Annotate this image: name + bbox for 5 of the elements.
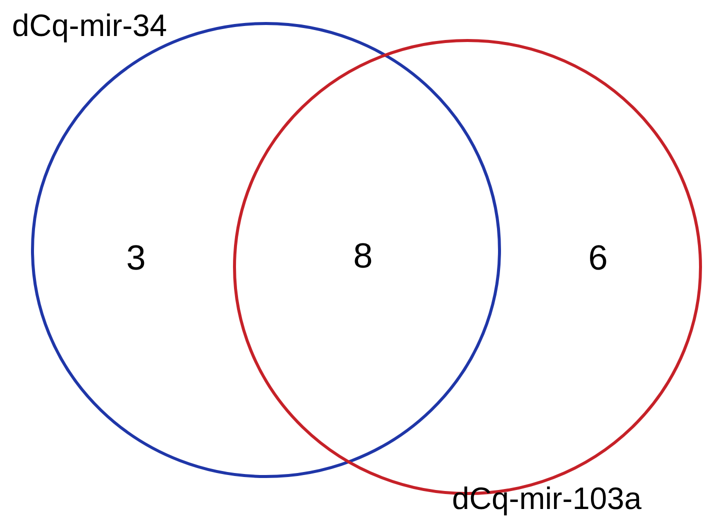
set-label: dCq-mir-103a [452, 483, 642, 514]
count-label: 6 [588, 240, 608, 276]
set-label: dCq-mir-34 [12, 10, 168, 41]
count-label: 3 [126, 240, 146, 276]
count-label: 8 [353, 238, 373, 274]
